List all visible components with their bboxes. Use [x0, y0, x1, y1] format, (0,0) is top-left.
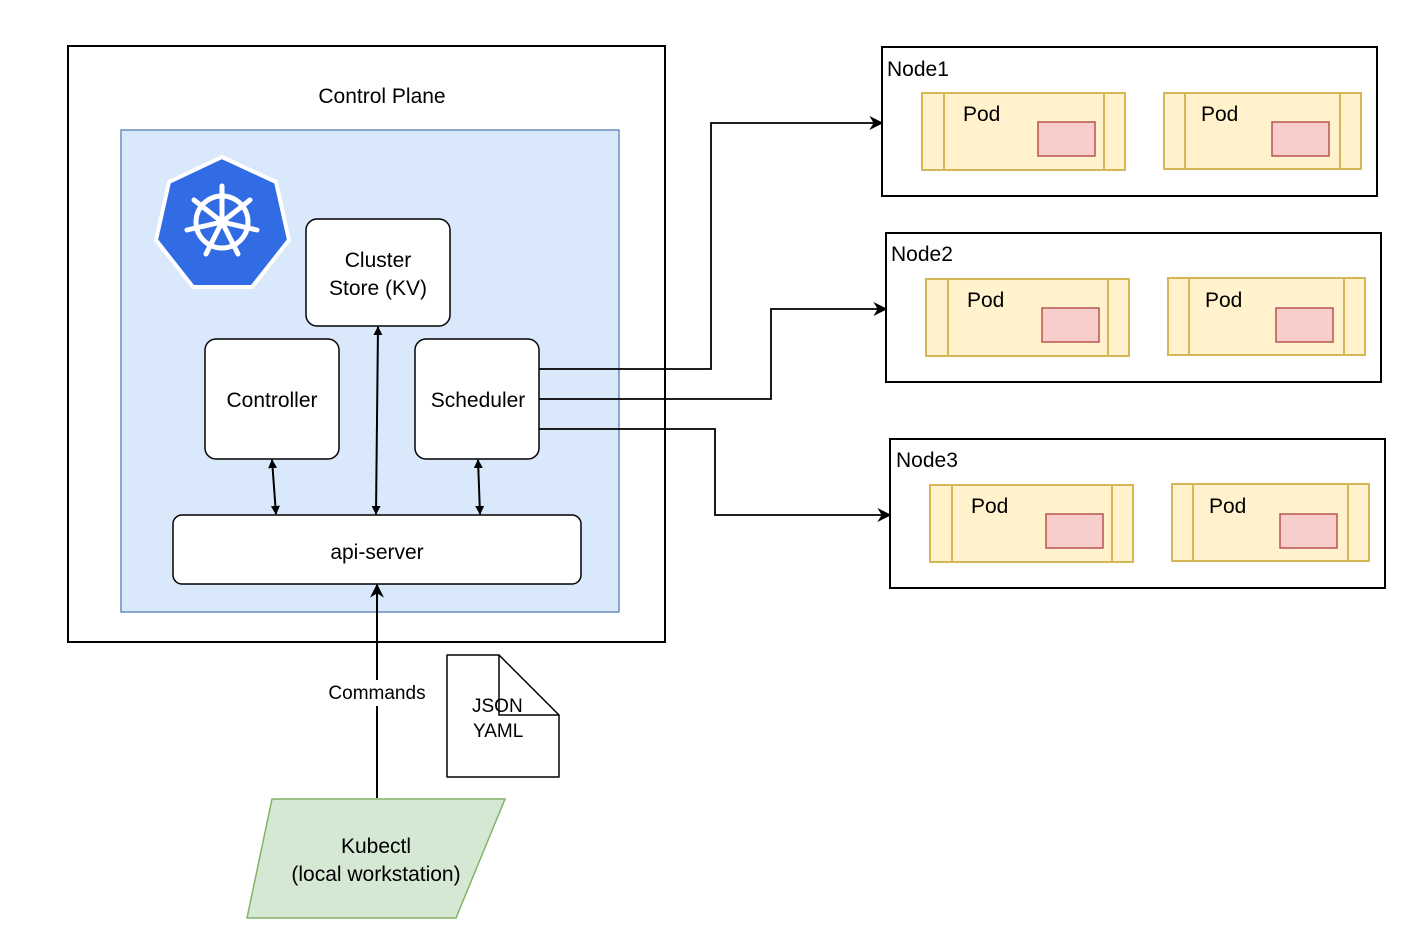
pod-label: Pod — [1201, 103, 1238, 126]
pod-label: Pod — [967, 289, 1004, 312]
container — [1037, 121, 1096, 157]
controller-box — [204, 338, 340, 460]
arrow-scheduler-api — [473, 459, 485, 515]
api-server-label: api-server — [330, 541, 423, 564]
pod: Pod — [929, 484, 1134, 563]
container — [1279, 513, 1338, 549]
container — [1275, 307, 1334, 343]
scheduler-label: Scheduler — [431, 389, 526, 412]
arrow-scheduler-node3 — [539, 428, 892, 522]
cluster-store-label-line2: Store (KV) — [329, 277, 427, 300]
pod-label: Pod — [1205, 289, 1242, 312]
node-label: Node1 — [887, 58, 949, 81]
arrow-scheduler-node1 — [539, 116, 884, 370]
kubectl-shape — [246, 798, 507, 919]
arrow-scheduler-node2 — [539, 302, 888, 400]
cluster-store-box — [305, 218, 451, 327]
controller-label: Controller — [226, 389, 317, 412]
node1: Node1 Pod Pod — [881, 46, 1378, 197]
pod: Pod — [1167, 277, 1366, 356]
commands-label: Commands — [328, 683, 425, 704]
pod: Pod — [921, 92, 1126, 171]
doc-label-line1: JSON — [472, 696, 523, 717]
pod: Pod — [925, 278, 1130, 357]
document-icon: JSON YAML — [446, 654, 560, 778]
cluster-store-label-line1: Cluster — [345, 249, 412, 272]
container — [1271, 121, 1330, 157]
control-plane-title: Control Plane — [318, 85, 445, 108]
doc-label-line2: YAML — [473, 721, 523, 742]
pod: Pod — [1163, 92, 1362, 170]
container — [1045, 513, 1104, 549]
pod: Pod — [1171, 483, 1370, 562]
node3: Node3 Pod Pod — [889, 438, 1386, 589]
pod-label: Pod — [971, 495, 1008, 518]
pod-label: Pod — [1209, 495, 1246, 518]
kubectl-label-line2: (local workstation) — [291, 863, 460, 886]
node-label: Node2 — [891, 243, 953, 266]
kubernetes-logo-icon — [154, 155, 291, 289]
node-label: Node3 — [896, 449, 958, 472]
container — [1041, 307, 1100, 343]
kubectl-label-line1: Kubectl — [341, 835, 411, 858]
node2: Node2 Pod Pod — [885, 232, 1382, 383]
arrow-controller-api — [268, 459, 280, 515]
arrow-store-api — [371, 326, 383, 515]
pod-label: Pod — [963, 103, 1000, 126]
